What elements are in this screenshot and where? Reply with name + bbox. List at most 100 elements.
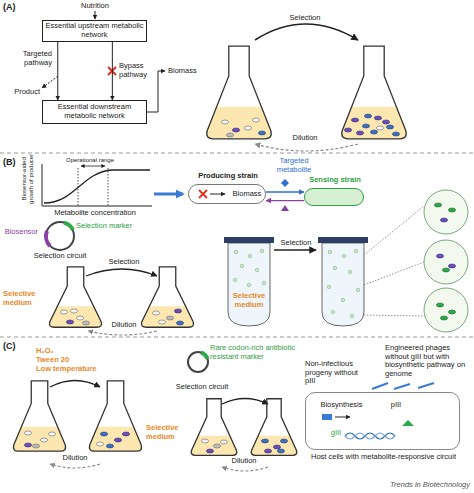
colony-dot	[240, 264, 244, 268]
cell-shape: Sensing strain	[304, 188, 364, 206]
colony-dot	[233, 278, 237, 282]
zoom-line	[364, 262, 424, 285]
plasmid-symbol	[46, 231, 50, 246]
label-text: Dilution	[280, 134, 330, 143]
cell-symbol	[48, 432, 55, 436]
node-text: gIII	[326, 429, 346, 438]
plot-axis	[42, 164, 152, 206]
zoom-circle	[424, 190, 468, 332]
cell-symbol	[76, 316, 83, 320]
selection-arc	[86, 269, 157, 335]
cell-symbol	[344, 128, 351, 132]
metabolite-symbol	[281, 179, 289, 187]
plot-axis	[78, 168, 108, 206]
connector-arrow	[266, 200, 304, 201]
selection-arc	[222, 399, 268, 405]
colony-dot	[234, 250, 238, 254]
culture-flask	[49, 267, 193, 327]
cell-symbol	[258, 131, 265, 135]
cell-symbol	[96, 442, 103, 446]
node-text: pIII	[386, 401, 406, 410]
plot-axis	[44, 170, 150, 203]
cell-symbol	[221, 120, 228, 124]
cell-symbol	[351, 118, 358, 122]
colony-dot	[356, 288, 360, 292]
colony-dot	[331, 310, 335, 314]
node-text: Host cells with metabolite-responsive ci…	[306, 453, 461, 462]
panel-separator	[0, 153, 474, 154]
cell-symbol	[122, 432, 129, 436]
flow-arrow	[42, 76, 58, 88]
culture-tube	[224, 237, 368, 326]
label-text: (C)	[3, 341, 27, 351]
label-text: Metabolite concentration	[40, 209, 150, 218]
selection-arc	[88, 331, 157, 335]
cell-symbol	[226, 133, 233, 137]
colony-dot	[260, 249, 264, 253]
gene-symbol	[402, 420, 414, 426]
label-text: Selection	[280, 14, 330, 23]
label-text: Selective medium	[229, 292, 269, 309]
plasmid-symbol	[46, 222, 74, 250]
cell-symbol	[252, 118, 259, 122]
label-text: Operational range	[55, 157, 125, 164]
cell-symbol	[158, 320, 165, 324]
flow-arrow	[42, 11, 165, 112]
cell-symbol	[386, 125, 393, 129]
selection-arc	[255, 24, 358, 151]
cell-symbol	[40, 438, 47, 442]
label-text: Dilution	[47, 454, 103, 463]
cell-symbol	[32, 444, 39, 448]
cell-shape: Producing strainBiomass	[188, 184, 266, 204]
culture-flask	[207, 46, 271, 139]
phage-symbol	[418, 383, 434, 388]
cell-symbol	[440, 316, 447, 320]
selection-arc	[222, 467, 268, 471]
label-text: Selection circuit	[172, 383, 232, 392]
cell-symbol	[442, 268, 449, 272]
flow-arrow	[154, 193, 183, 196]
label-text: Biosensor-aided growth of producer	[21, 153, 35, 205]
flow-arrow	[274, 249, 316, 251]
node-text: Producing strain	[189, 172, 267, 181]
gene-symbol	[345, 433, 395, 439]
label-text: Non-infectious progeny without pIII	[305, 360, 369, 386]
cell-symbol	[60, 310, 67, 314]
zoom-line	[364, 206, 424, 255]
culture-flask	[13, 381, 296, 455]
flow-arrow	[210, 194, 225, 195]
phage-symbol	[394, 384, 410, 389]
cell-symbol	[213, 444, 220, 448]
cell-symbol	[232, 128, 239, 132]
cell-symbol	[70, 309, 77, 313]
zoom-circle	[424, 288, 468, 332]
node-text: Essential downstream metabolic network	[43, 103, 146, 120]
phage-symbol	[372, 383, 434, 389]
plasmid-symbol	[64, 223, 73, 230]
panel-separator	[0, 337, 474, 338]
cell-symbol	[206, 449, 213, 453]
cell-symbol	[24, 431, 31, 435]
culture-tube	[318, 237, 368, 243]
culture-tube	[322, 243, 364, 326]
colony-dot	[247, 283, 251, 287]
block-cross	[199, 190, 207, 198]
label-text: Biomass	[168, 67, 208, 76]
culture-flask	[342, 46, 406, 139]
cell-symbol	[362, 124, 369, 128]
culture-tube	[224, 237, 274, 243]
flow-arrow	[210, 194, 225, 195]
plasmid-symbol	[46, 222, 74, 250]
cell-symbol	[448, 208, 455, 212]
cell-symbol	[166, 316, 173, 320]
culture-flask	[191, 399, 237, 456]
cell-symbol	[370, 130, 377, 134]
colony-dot	[342, 254, 346, 258]
cell-symbol	[244, 126, 251, 130]
cell-symbol	[392, 132, 399, 136]
label-text: Product	[10, 88, 40, 97]
cell-symbol	[374, 116, 381, 120]
node-text: Biomass	[229, 190, 265, 199]
colony-dot	[354, 249, 358, 253]
colony-dot	[341, 298, 345, 302]
